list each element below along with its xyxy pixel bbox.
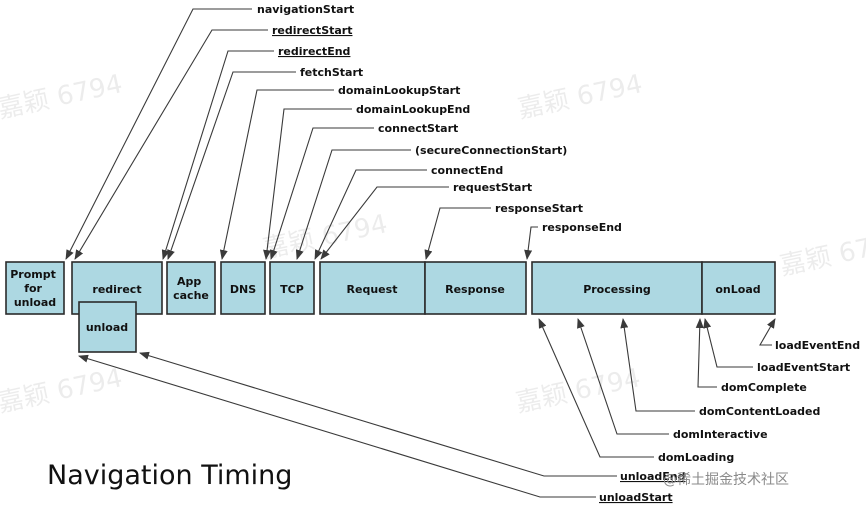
arrow-unload-start <box>78 354 596 498</box>
watermark: 嘉颖 6794 <box>515 69 645 125</box>
arrow-dom-loading <box>538 318 654 458</box>
label-request-start: requestStart <box>453 181 532 194</box>
label-fetch-start: fetchStart <box>300 66 363 79</box>
watermark: 嘉颖 6794 <box>777 226 866 282</box>
arrow-dom-interactive <box>577 318 669 435</box>
app-cache-box <box>166 261 216 315</box>
bottom-arrows <box>78 318 776 498</box>
watermark: 嘉颖 6794 <box>513 363 643 419</box>
label-domain-lookup-start: domainLookupStart <box>338 84 460 97</box>
label-dom-complete: domComplete <box>721 381 807 394</box>
label-response-start: responseStart <box>495 202 583 215</box>
bottom-event-labels: loadEventEnd loadEventStart domComplete … <box>599 339 860 504</box>
label-redirect-end: redirectEnd <box>278 45 350 58</box>
label-navigation-start: navigationStart <box>257 3 354 16</box>
figure-title: Navigation Timing <box>47 460 293 491</box>
label-domain-lookup-end: domainLookupEnd <box>356 103 470 116</box>
dns-label: DNS <box>230 283 256 296</box>
arrow-load-event-end <box>759 318 776 346</box>
label-load-event-end: loadEventEnd <box>775 339 860 352</box>
unload-label: unload <box>86 321 128 334</box>
label-unload-start: unloadStart <box>599 491 673 504</box>
arrow-connect-end <box>314 169 427 260</box>
dns-box <box>220 261 266 315</box>
label-connect-start: connectStart <box>378 122 458 135</box>
onload-label: onLoad <box>715 283 760 296</box>
onload-box <box>701 261 776 315</box>
processing-label: Processing <box>583 283 651 296</box>
label-redirect-start: redirectStart <box>272 24 352 37</box>
arrow-response-start <box>424 207 491 260</box>
arrow-connect-start <box>269 127 374 260</box>
arrow-redirect-start <box>74 29 268 260</box>
arrow-fetch-start <box>167 71 296 260</box>
unload-box <box>78 301 137 353</box>
response-box <box>424 261 527 315</box>
label-load-event-start: loadEventStart <box>757 361 850 374</box>
arrow-secure-connection-start <box>295 149 411 260</box>
phase-boxes: Prompt for unload redirect unload App ca… <box>5 261 776 353</box>
request-label: Request <box>347 283 398 296</box>
arrow-request-start <box>320 186 449 260</box>
source-credit: @稀土掘金技术社区 <box>663 472 789 488</box>
label-unload-end: unloadEnd <box>620 470 686 483</box>
label-secure-connection-start: (secureConnectionStart) <box>415 144 567 157</box>
arrow-navigation-start <box>65 8 252 260</box>
label-dom-content-loaded: domContentLoaded <box>699 405 820 418</box>
prompt-for-unload-box <box>5 261 65 315</box>
watermark: 嘉颖 6794 <box>0 69 125 125</box>
processing-box <box>531 261 703 315</box>
redirect-label: redirect <box>92 283 141 296</box>
label-response-end: responseEnd <box>542 221 622 234</box>
label-connect-end: connectEnd <box>431 164 503 177</box>
label-dom-loading: domLoading <box>658 451 734 464</box>
arrow-domain-lookup-start <box>219 89 334 260</box>
watermark: 嘉颖 6794 <box>0 363 125 419</box>
arrow-load-event-start <box>703 318 753 368</box>
tcp-box <box>269 261 315 315</box>
arrow-dom-content-loaded <box>620 318 695 412</box>
arrow-unload-end <box>139 351 617 477</box>
app-cache-label: App cache <box>173 275 209 302</box>
arrow-redirect-end <box>161 50 274 260</box>
label-dom-interactive: domInteractive <box>673 428 768 441</box>
arrow-dom-complete <box>695 318 717 388</box>
response-label: Response <box>445 283 505 296</box>
arrow-domain-lookup-end <box>263 108 352 260</box>
top-arrows <box>65 8 538 260</box>
arrow-response-end <box>524 226 538 260</box>
prompt-for-unload-label: Prompt for unload <box>10 268 59 309</box>
top-event-labels: navigationStart redirectStart redirectEn… <box>257 3 622 234</box>
tcp-label: TCP <box>280 283 304 296</box>
request-box <box>319 261 426 315</box>
